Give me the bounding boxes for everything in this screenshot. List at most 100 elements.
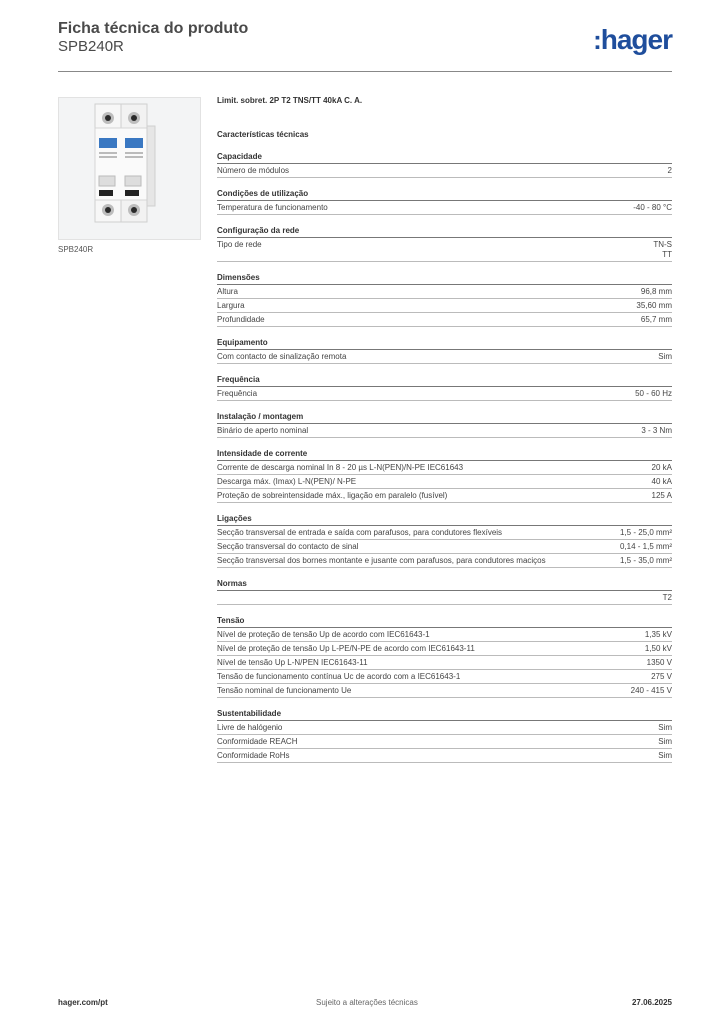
section-title: Intensidade de corrente xyxy=(217,449,672,461)
footer-date: 27.06.2025 xyxy=(631,998,672,1007)
section-title: Instalação / montagem xyxy=(217,412,672,424)
spec-label: Nível de proteção de tensão Up de acordo… xyxy=(217,630,430,639)
page-title: Ficha técnica do produto xyxy=(58,20,249,37)
spec-value: Sim xyxy=(658,352,672,362)
spec-value: 1,5 - 25,0 mm² xyxy=(620,528,672,538)
spec-value: 0,14 - 1,5 mm² xyxy=(620,542,672,552)
spec-label: Proteção de sobreintensidade máx., ligaç… xyxy=(217,491,448,500)
spec-value-line: 65,7 mm xyxy=(640,315,672,324)
spec-value-line: Sim xyxy=(658,751,672,760)
spec-value: 35,60 mm xyxy=(636,301,672,311)
spec-label: Altura xyxy=(217,287,238,296)
spec-label: Corrente de descarga nominal In 8 - 20 µ… xyxy=(217,463,464,472)
hager-logo: :hager xyxy=(593,24,673,55)
spec-value-line: 275 V xyxy=(651,672,672,681)
spec-value-line: 3 - 3 Nm xyxy=(641,426,672,435)
spec-row: Conformidade RoHs Sim xyxy=(217,749,672,763)
spec-value-line: 20 kA xyxy=(651,463,672,472)
spec-value-line: 96,8 mm xyxy=(640,287,672,296)
spec-label: Tipo de rede xyxy=(217,240,262,249)
spec-label: Profundidade xyxy=(217,315,265,324)
section-title: Ligações xyxy=(217,514,672,526)
section-title: Condições de utilização xyxy=(217,189,672,201)
spec-value-line: 1,50 kV xyxy=(644,644,672,653)
spec-value: Sim xyxy=(658,751,672,761)
product-code: SPB240R xyxy=(58,38,124,55)
footer-website: hager.com/pt xyxy=(58,998,108,1007)
spec-value: 1,5 - 35,0 mm² xyxy=(620,556,672,566)
spec-row: Binário de aperto nominal 3 - 3 Nm xyxy=(217,424,672,438)
spec-label: Temperatura de funcionamento xyxy=(217,203,328,212)
spec-row: Largura 35,60 mm xyxy=(217,299,672,313)
spec-row: Tensão de funcionamento contínua Uc de a… xyxy=(217,670,672,684)
spec-row: Nível de tensão Up L-N/PEN IEC61643-11 13… xyxy=(217,656,672,670)
spec-label: Secção transversal de entrada e saída co… xyxy=(217,528,503,537)
spec-value-line: 1,5 - 35,0 mm² xyxy=(619,556,672,565)
tech-characteristics-heading: Características técnicas xyxy=(217,130,309,139)
section-title: Capacidade xyxy=(217,152,672,164)
spec-value-line: TT xyxy=(662,250,672,259)
spec-value: 1350 V xyxy=(647,658,672,668)
spec-value-line: -40 - 80 °C xyxy=(633,203,672,212)
spec-value-line: 1,5 - 25,0 mm² xyxy=(619,528,672,537)
spec-value-line: T2 xyxy=(662,593,672,602)
section-title: Sustentabilidade xyxy=(217,709,672,721)
spec-label: Com contacto de sinalização remota xyxy=(217,352,347,361)
product-description: Limit. sobret. 2P T2 TNS/TT 40kA C. A. xyxy=(217,96,363,105)
spec-row: Secção transversal de entrada e saída co… xyxy=(217,526,672,540)
section-title: Configuração da rede xyxy=(217,226,672,238)
spec-value: -40 - 80 °C xyxy=(633,203,672,213)
spec-value-line: 0,14 - 1,5 mm² xyxy=(619,542,672,551)
spec-row: Temperatura de funcionamento -40 - 80 °C xyxy=(217,201,672,215)
product-image xyxy=(58,97,201,240)
spec-value: 96,8 mm xyxy=(641,287,672,297)
spec-row: Secção transversal do contacto de sinal 0… xyxy=(217,540,672,554)
spec-value-line: 240 - 415 V xyxy=(630,686,672,695)
spec-value: 2 xyxy=(668,166,672,176)
spec-row: Corrente de descarga nominal In 8 - 20 µ… xyxy=(217,461,672,475)
spec-label xyxy=(217,593,663,603)
spec-sheet: Limit. sobret. 2P T2 TNS/TT 40kA C. A. C… xyxy=(217,96,672,774)
spec-row: Nível de proteção de tensão Up de acordo… xyxy=(217,628,672,642)
spec-value: 240 - 415 V xyxy=(631,686,672,696)
spec-row: Secção transversal dos bornes montante e… xyxy=(217,554,672,568)
spec-value: 40 kA xyxy=(652,477,672,487)
spec-label: Binário de aperto nominal xyxy=(217,426,309,435)
spec-value: 65,7 mm xyxy=(641,315,672,325)
spec-row: Altura 96,8 mm xyxy=(217,285,672,299)
spec-label: Largura xyxy=(217,301,245,310)
surge-protector-illustration xyxy=(94,103,156,223)
spec-row: Proteção de sobreintensidade máx., ligaç… xyxy=(217,489,672,503)
spec-label: Secção transversal dos bornes montante e… xyxy=(217,556,546,565)
section-title: Frequência xyxy=(217,375,672,387)
spec-value: 1,50 kV xyxy=(645,644,672,654)
spec-value: 50 - 60 Hz xyxy=(635,389,672,399)
spec-label: Conformidade RoHs xyxy=(217,751,290,760)
spec-label: Nível de tensão Up L-N/PEN IEC61643-11 xyxy=(217,658,368,667)
section-title: Dimensões xyxy=(217,273,672,285)
spec-value-line: 35,60 mm xyxy=(636,301,672,310)
spec-value: T2 xyxy=(663,593,672,603)
section-title: Equipamento xyxy=(217,338,672,350)
spec-label: Secção transversal do contacto de sinal xyxy=(217,542,359,551)
spec-value: 20 kA xyxy=(652,463,672,473)
header-divider xyxy=(58,71,672,72)
spec-value: 1,35 kV xyxy=(645,630,672,640)
spec-label: Descarga máx. (Imax) L-N(PEN)/ N-PE xyxy=(217,477,357,486)
spec-row: Descarga máx. (Imax) L-N(PEN)/ N-PE 40 kA xyxy=(217,475,672,489)
